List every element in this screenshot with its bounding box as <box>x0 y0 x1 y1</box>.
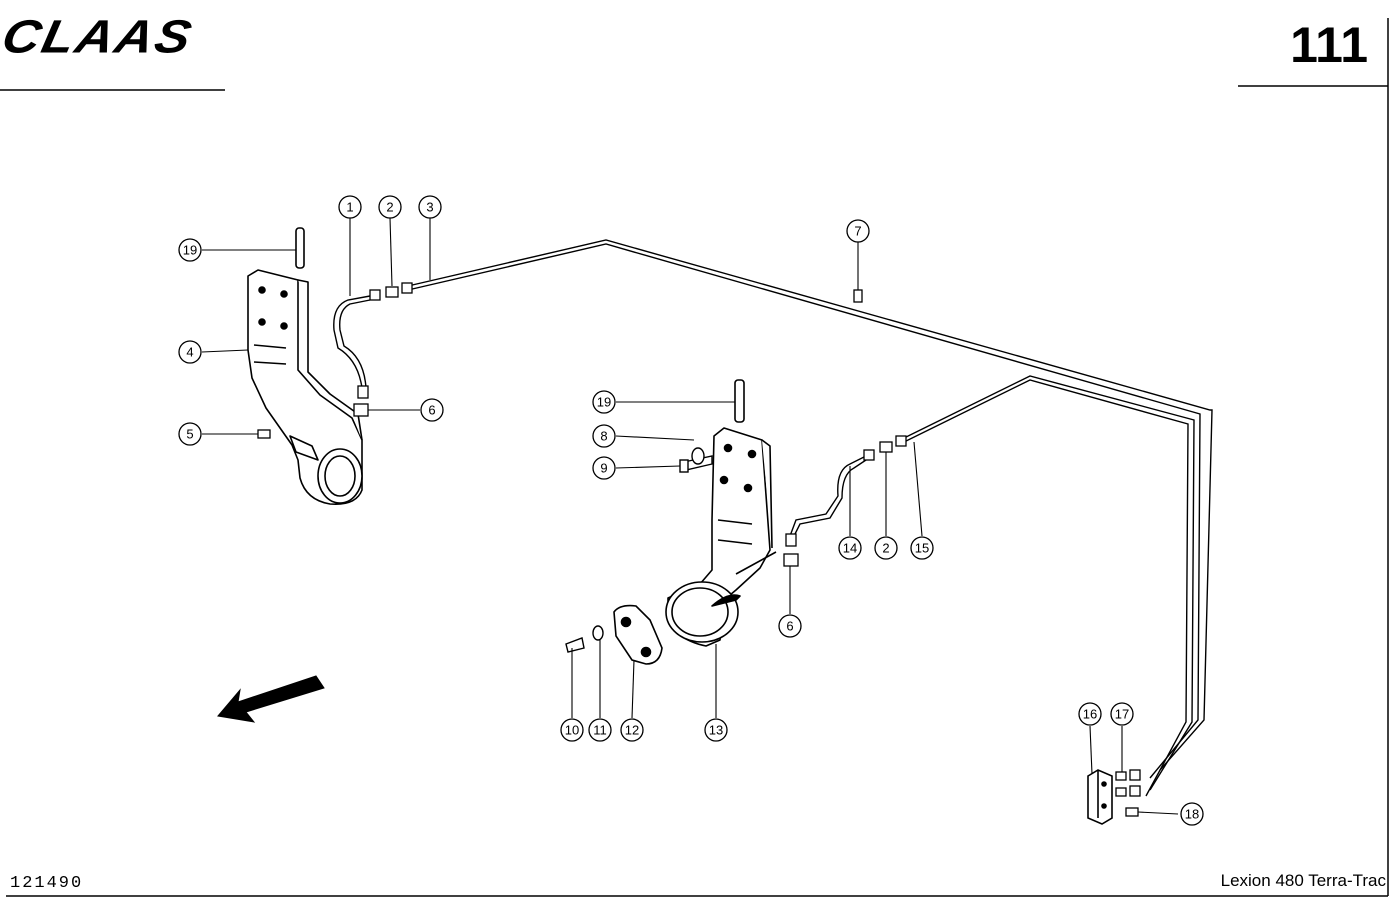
callout-label: 9 <box>600 461 607 476</box>
callout-label: 2 <box>386 200 393 215</box>
callout-circle <box>588 718 612 742</box>
callout-c2a: 2 <box>378 195 402 219</box>
callout-label: 16 <box>1083 707 1097 722</box>
callout-circle <box>338 195 362 219</box>
callout-c2b: 2 <box>874 536 898 560</box>
page-number: 111 <box>1290 17 1368 73</box>
callout-label: 14 <box>843 541 857 556</box>
callout-label: 3 <box>426 200 433 215</box>
callout-circle <box>910 536 934 560</box>
callout-label: 19 <box>183 243 197 258</box>
callout-circle <box>874 536 898 560</box>
leader-lines <box>201 217 1179 815</box>
callout-circle <box>1078 702 1102 726</box>
callout-c10: 10 <box>560 718 584 742</box>
callout-label: 19 <box>597 395 611 410</box>
callout-label: 18 <box>1185 807 1199 822</box>
callout-label: 6 <box>786 619 793 634</box>
callout-c16: 16 <box>1078 702 1102 726</box>
callout-circle <box>704 718 728 742</box>
direction-arrow <box>217 675 325 723</box>
callout-c12: 12 <box>620 718 644 742</box>
callout-label: 12 <box>625 723 639 738</box>
callout-circle <box>846 219 870 243</box>
callout-label: 17 <box>1115 707 1129 722</box>
callout-c9: 9 <box>592 456 616 480</box>
callout-label: 7 <box>854 224 861 239</box>
document-number: 121490 <box>10 874 84 893</box>
left-bracket-part <box>247 269 363 506</box>
model-name: Lexion 480 Terra-Trac <box>1220 871 1386 890</box>
callout-label: 10 <box>565 723 579 738</box>
callout-circle <box>178 422 202 446</box>
callout-label: 4 <box>186 345 193 360</box>
callout-circle <box>838 536 862 560</box>
callout-circle <box>620 718 644 742</box>
callout-label: 11 <box>593 723 607 738</box>
callout-c17: 17 <box>1110 702 1134 726</box>
callout-label: 13 <box>709 723 723 738</box>
manifold-block <box>1087 769 1113 825</box>
callout-label: 15 <box>915 541 929 556</box>
callout-circle <box>592 456 616 480</box>
callout-circle <box>778 614 802 638</box>
callout-circle <box>420 398 444 422</box>
callout-c18: 18 <box>1180 802 1204 826</box>
callout-label: 8 <box>600 429 607 444</box>
callout-circle <box>592 424 616 448</box>
pin-parts <box>295 227 745 423</box>
clamp-part <box>613 604 663 665</box>
hose-fittings <box>257 282 1141 817</box>
callout-circle <box>418 195 442 219</box>
callout-c1: 1 <box>338 195 362 219</box>
middle-bracket-part <box>665 427 777 647</box>
callout-label: 5 <box>186 427 193 442</box>
callout-circle <box>1110 702 1134 726</box>
callout-c11: 11 <box>588 718 612 742</box>
callout-c19b: 19 <box>592 390 616 414</box>
callout-circle <box>560 718 584 742</box>
callout-label: 2 <box>882 541 889 556</box>
callout-circle <box>592 390 616 414</box>
callout-circle <box>178 238 202 262</box>
callout-circle <box>378 195 402 219</box>
callout-label: 1 <box>346 200 353 215</box>
callout-c14: 14 <box>838 536 862 560</box>
callout-c6a: 6 <box>420 398 444 422</box>
callout-c13: 13 <box>704 718 728 742</box>
fasteners <box>565 447 713 653</box>
callout-circle <box>1180 802 1204 826</box>
callout-c5: 5 <box>178 422 202 446</box>
callout-c3: 3 <box>418 195 442 219</box>
callout-circle <box>178 340 202 364</box>
hydraulic-lines <box>333 239 1213 797</box>
callout-c15: 15 <box>910 536 934 560</box>
callout-c7: 7 <box>846 219 870 243</box>
callout-label: 6 <box>428 403 435 418</box>
callout-c6b: 6 <box>778 614 802 638</box>
callout-c8: 8 <box>592 424 616 448</box>
page-frame <box>0 18 1389 897</box>
callout-c4: 4 <box>178 340 202 364</box>
callout-c19a: 19 <box>178 238 202 262</box>
